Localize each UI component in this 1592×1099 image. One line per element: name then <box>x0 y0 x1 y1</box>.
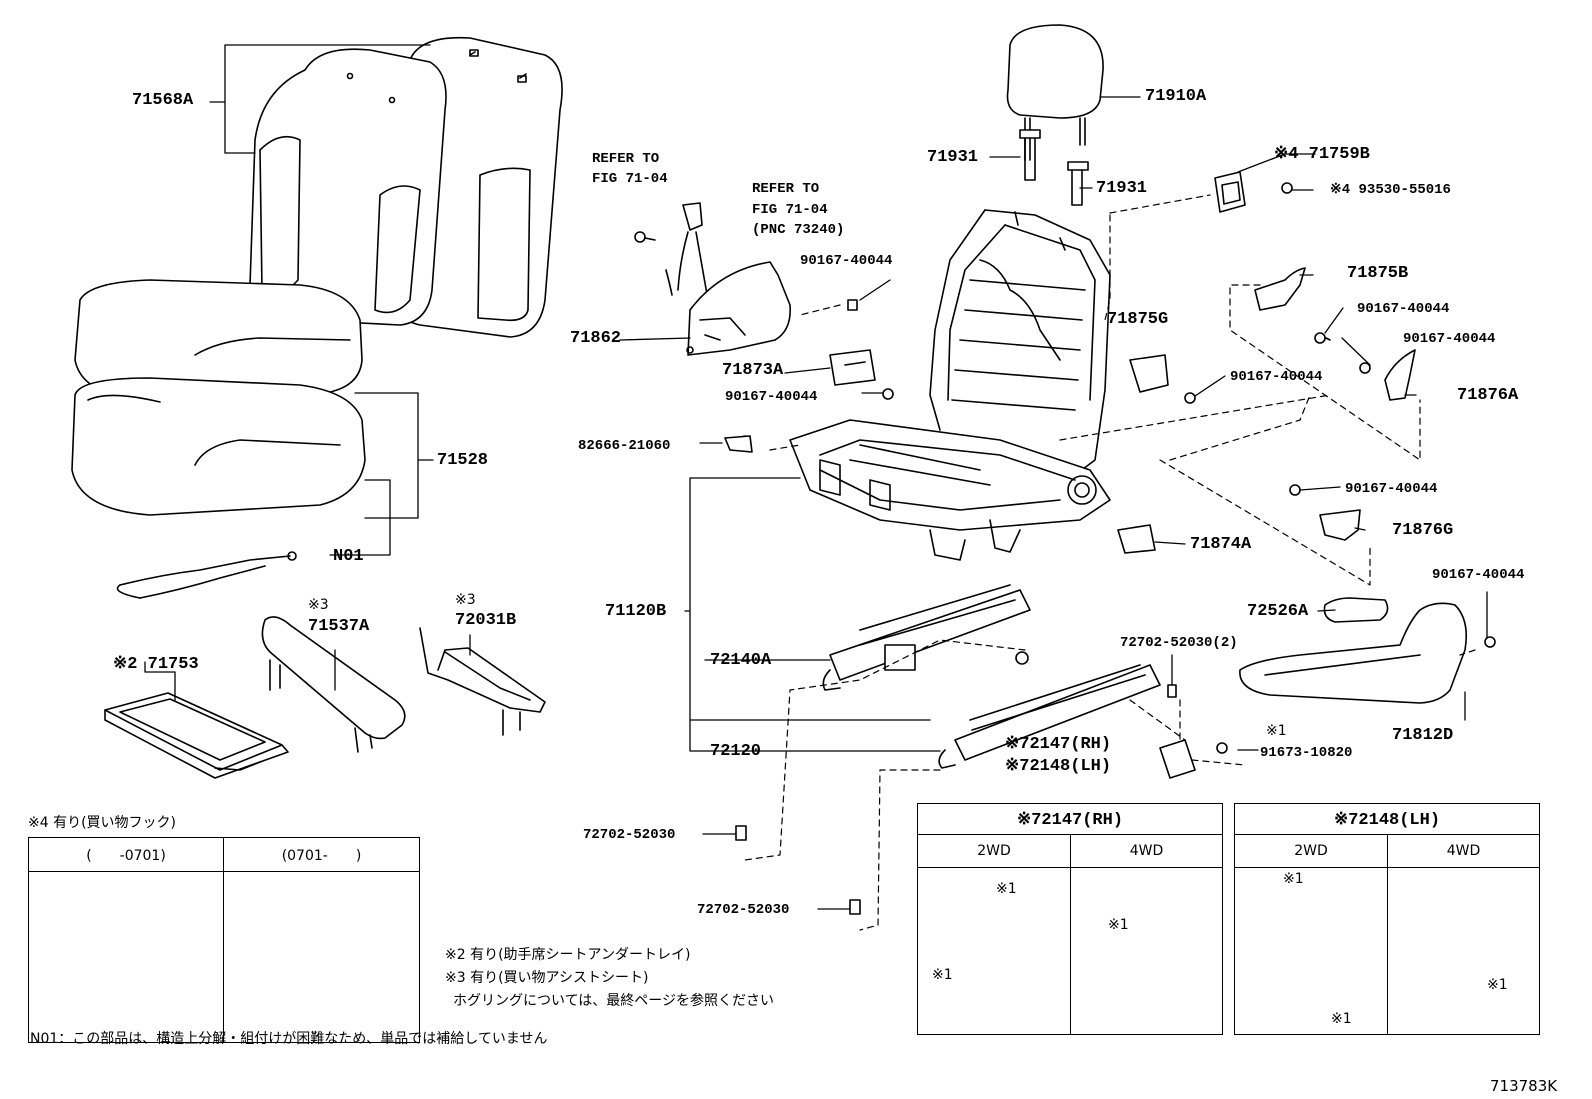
refer-text-2-line3: (PNC 73240) <box>752 222 845 238</box>
part-label-72147[interactable]: ※72147(RH) <box>1005 735 1112 754</box>
table-72148-title: ※72148(LH) <box>1235 804 1539 835</box>
part-label-71812D[interactable]: 71812D <box>1392 726 1454 745</box>
mark-1: ※1 <box>1331 1011 1352 1027</box>
part-label-91673[interactable]: 91673-10820 <box>1260 745 1353 761</box>
part-label-71753[interactable]: ※2 71753 <box>113 655 199 674</box>
part-label-72148[interactable]: ※72148(LH) <box>1005 757 1112 776</box>
table-72147-col-2wd: 2WD <box>918 834 1070 868</box>
seatbelt-shape <box>634 202 709 301</box>
leader-lines <box>144 44 1488 910</box>
part-label-71876G[interactable]: 71876G <box>1392 521 1454 540</box>
part-label-71910A[interactable]: 71910A <box>1145 87 1207 106</box>
part-label-71120B[interactable]: 71120B <box>605 602 667 621</box>
mark-1: ※1 <box>1487 977 1508 993</box>
headrest-shape <box>1006 24 1104 206</box>
assist-sheet-shape <box>261 616 406 753</box>
table-72147-title: ※72147(RH) <box>918 804 1222 835</box>
bracket-71873A-shape <box>829 349 894 400</box>
note-hog-ring: ホグリングについては、最終ページを参照ください <box>453 993 775 1009</box>
side-covers-shape <box>1129 267 1416 404</box>
side-cover-shape <box>686 261 858 356</box>
hook-table-col1: ( -0701) <box>29 838 223 872</box>
part-label-71875G[interactable]: 71875G <box>1107 310 1169 329</box>
seat-cushion-shape <box>71 279 366 599</box>
seatback-cover-shape <box>249 36 563 338</box>
mark-1: ※1 <box>1283 871 1304 887</box>
part-label-90167-c[interactable]: 90167-40044 <box>1357 301 1450 317</box>
part-label-72031B[interactable]: 72031B <box>455 611 517 630</box>
note-mark-91673: ※1 <box>1266 723 1287 739</box>
part-label-90167-g[interactable]: 90167-40044 <box>1432 567 1525 583</box>
table-72148: ※72148(LH) 2WD 4WD ※1 ※1 ※1 <box>1234 803 1540 1035</box>
part-label-71537A[interactable]: 71537A <box>308 617 370 636</box>
wire-frame-shape <box>419 627 546 736</box>
part-label-N01[interactable]: N01 <box>333 547 364 566</box>
part-label-93530[interactable]: ※4 93530-55016 <box>1330 182 1451 198</box>
refer-text-2-line1: REFER TO <box>752 181 820 197</box>
table-72148-col-4wd: 4WD <box>1388 834 1539 868</box>
table4-title: ※4 有り(買い物フック) <box>28 815 177 831</box>
note-mark-71537A: ※3 <box>308 597 329 613</box>
part-label-71528[interactable]: 71528 <box>437 451 489 470</box>
hook-table-col2: (0701- ) <box>224 838 419 872</box>
dashed-lines <box>744 194 1476 931</box>
part-label-72120[interactable]: 72120 <box>710 742 762 761</box>
part-label-72140A[interactable]: 72140A <box>710 651 772 670</box>
seat-track-shape <box>735 584 1228 915</box>
part-label-71874A[interactable]: 71874A <box>1190 535 1252 554</box>
part-label-71568A[interactable]: 71568A <box>132 91 194 110</box>
part-label-72702-a[interactable]: 72702-52030 <box>583 827 676 843</box>
note-N01: N01：この部品は、構造上分解・組付けが困難なため、単品では補給していません <box>30 1031 548 1047</box>
part-label-71876A[interactable]: 71876A <box>1457 386 1519 405</box>
table-divider <box>223 838 224 1042</box>
refer-text-2-line2: FIG 71-04 <box>752 202 828 218</box>
mark-1: ※1 <box>996 881 1017 897</box>
part-label-72702-c[interactable]: 72702-52030(2) <box>1120 635 1238 651</box>
refer-text-1-line2: FIG 71-04 <box>592 171 668 187</box>
note-mark-72031B: ※3 <box>455 592 476 608</box>
table-72147-col-4wd: 4WD <box>1071 834 1222 868</box>
mark-1: ※1 <box>1108 917 1129 933</box>
part-label-71873A[interactable]: 71873A <box>722 361 784 380</box>
mark-1: ※1 <box>932 967 953 983</box>
seat-frame-shape <box>789 209 1111 561</box>
table-divider <box>1387 834 1388 1034</box>
part-label-90167-a[interactable]: 90167-40044 <box>800 253 893 269</box>
figure-id: 713783K <box>1490 1077 1558 1095</box>
hook-71759B-shape <box>1214 171 1293 213</box>
lower-covers-shape <box>724 435 1361 554</box>
part-label-71862[interactable]: 71862 <box>570 329 622 348</box>
part-label-90167-d[interactable]: 90167-40044 <box>1403 331 1496 347</box>
under-tray-shape <box>104 692 289 779</box>
note-3: ※3 有り(買い物アシストシート) <box>445 970 649 986</box>
part-label-90167-f[interactable]: 90167-40044 <box>1345 481 1438 497</box>
table-72147: ※72147(RH) 2WD 4WD ※1 ※1 ※1 <box>917 803 1223 1035</box>
part-label-71931-a[interactable]: 71931 <box>927 148 979 167</box>
part-label-72702-b[interactable]: 72702-52030 <box>697 902 790 918</box>
hook-table: ( -0701) (0701- ) <box>28 837 420 1043</box>
part-label-90167-e[interactable]: 90167-40044 <box>1230 369 1323 385</box>
refer-text-1-line1: REFER TO <box>592 151 660 167</box>
table-divider <box>1070 834 1071 1034</box>
part-label-71759B[interactable]: ※4 71759B <box>1274 145 1370 164</box>
part-label-90167-b[interactable]: 90167-40044 <box>725 389 818 405</box>
side-shield-shape <box>1239 597 1496 704</box>
table-72148-col-2wd: 2WD <box>1235 834 1387 868</box>
part-label-71875B[interactable]: 71875B <box>1347 264 1409 283</box>
part-label-82666[interactable]: 82666-21060 <box>578 438 671 454</box>
part-label-71931-b[interactable]: 71931 <box>1096 179 1148 198</box>
note-2: ※2 有り(助手席シートアンダートレイ) <box>445 947 691 963</box>
part-label-72526A[interactable]: 72526A <box>1247 602 1309 621</box>
